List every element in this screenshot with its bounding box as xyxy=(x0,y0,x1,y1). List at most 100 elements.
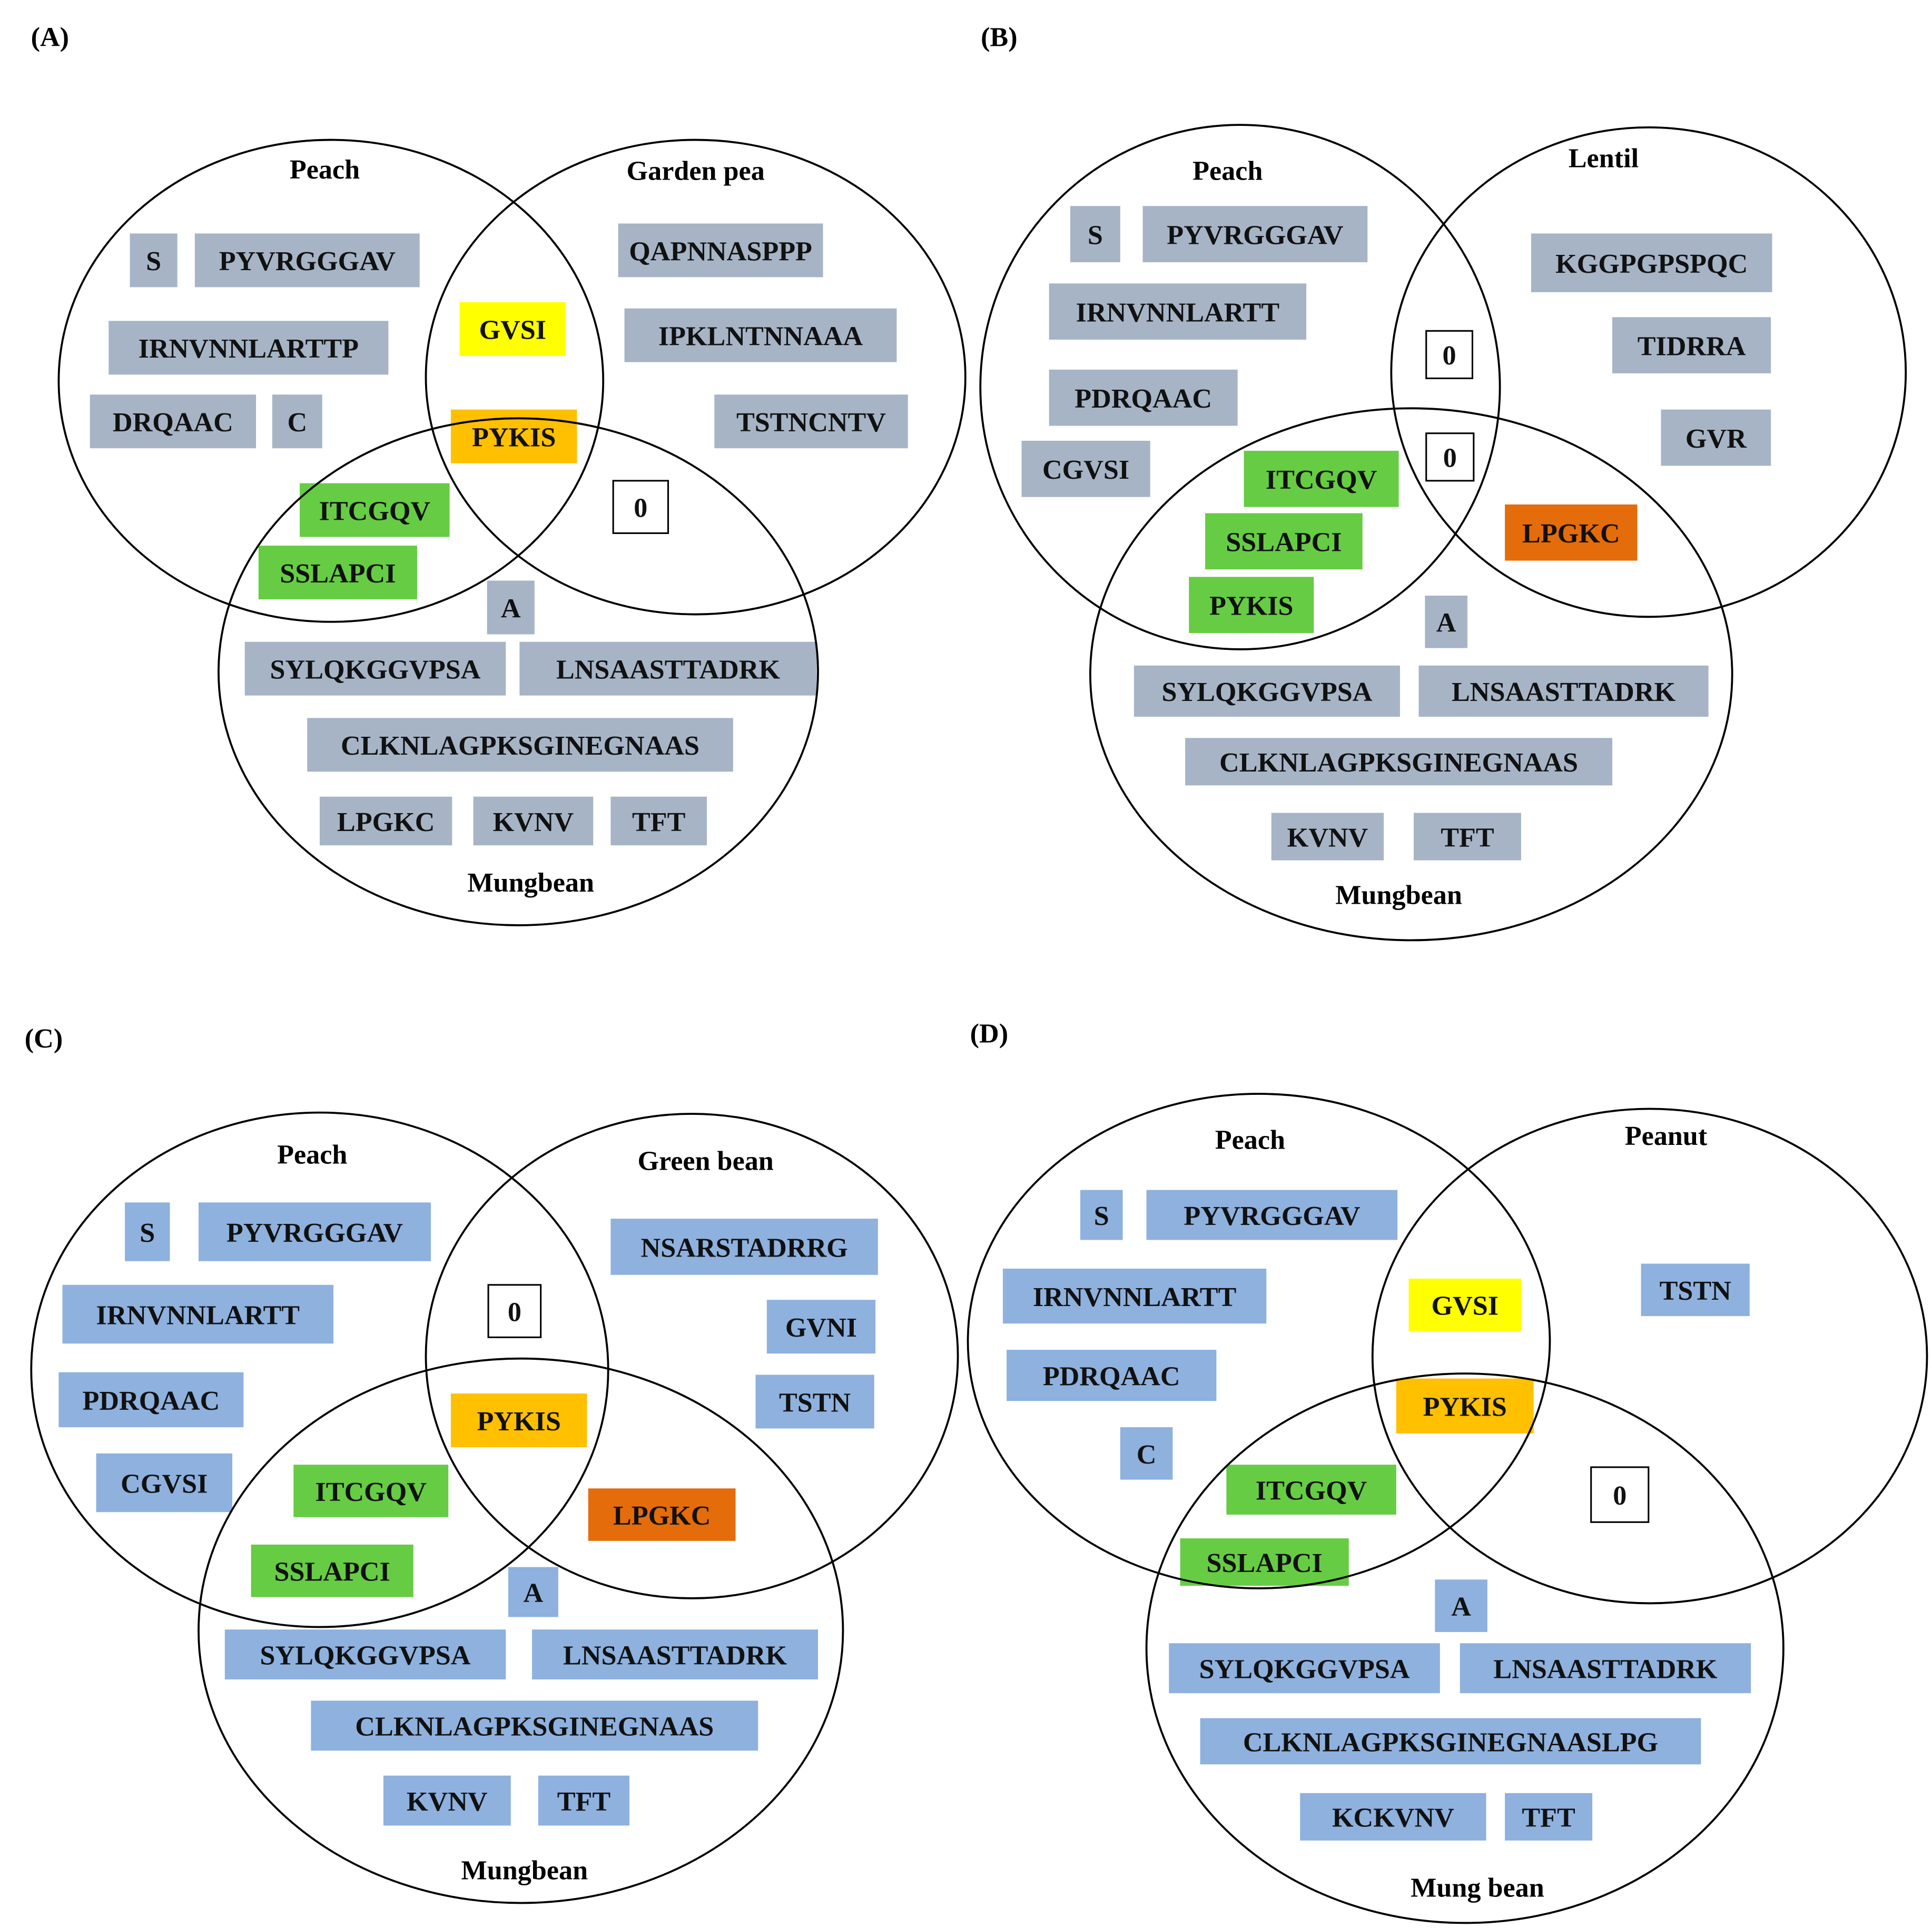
peptide-label: ITCGQV xyxy=(319,496,431,526)
peptide-box: S xyxy=(125,1202,170,1261)
peptide-box-fill xyxy=(755,1375,874,1429)
peptide-box-fill xyxy=(244,641,506,696)
venn-circle-3 xyxy=(218,417,819,926)
peptide-box: KVNV xyxy=(473,796,594,846)
peptide-label: TIDRRA xyxy=(1638,331,1746,361)
peptide-box-fill xyxy=(90,394,257,449)
peptide-box: SSLAPCI xyxy=(251,1544,413,1597)
peptide-label: A xyxy=(1451,1592,1471,1622)
peptide-label: C xyxy=(287,408,307,438)
peptide-box: CLKNLAGPKSGINEGNAAS xyxy=(1185,738,1613,786)
peptide-label: SYLQKGGVPSA xyxy=(270,655,481,685)
peptide-box: TFT xyxy=(538,1775,630,1826)
panel-label: (C) xyxy=(25,1024,63,1054)
venn-circle-2 xyxy=(425,139,967,616)
peptide-box: CGVSI xyxy=(1021,440,1150,497)
peptide-box: TFT xyxy=(1414,813,1521,861)
circle-title: Peach xyxy=(1215,1125,1285,1155)
peptide-box-fill xyxy=(459,302,566,356)
peptide-box: PYVRGGGAV xyxy=(194,233,420,288)
peptide-box: ITCGQV xyxy=(1244,450,1399,507)
circle-title: Green bean xyxy=(637,1146,773,1176)
peptide-box: S xyxy=(1080,1190,1123,1240)
peptide-label: KVNV xyxy=(493,807,574,837)
peptide-box-fill xyxy=(624,308,897,362)
peptide-label: PYVRGGGAV xyxy=(1184,1201,1361,1231)
peptide-label: A xyxy=(1436,608,1456,638)
peptide-box: TIDRRA xyxy=(1612,317,1771,373)
peptide-label: PYKIS xyxy=(472,423,556,453)
peptide-box-fill xyxy=(1661,409,1771,466)
peptide-label: TFT xyxy=(557,1787,610,1817)
peptide-box-fill xyxy=(125,1202,170,1261)
peptide-label: IPKLNTNNAAA xyxy=(658,321,863,351)
peptide-box: CGVSI xyxy=(96,1453,233,1512)
peptide-box: PYKIS xyxy=(1396,1378,1534,1433)
peptide-label: IRNVNNLARTTP xyxy=(139,334,359,364)
venn-circle-2 xyxy=(1390,126,1907,618)
peptide-box: TFT xyxy=(610,796,707,846)
peptide-box: QAPNNASPPP xyxy=(618,223,823,278)
peptide-box-fill xyxy=(1425,330,1473,379)
peptide-box: S xyxy=(1070,206,1120,262)
peptide-box-fill xyxy=(1185,738,1613,786)
circle-title: Mungbean xyxy=(467,868,594,898)
peptide-label: CLKNLAGPKSGINEGNAAS xyxy=(341,731,699,761)
peptide-box: IRNVNNLARTT xyxy=(62,1284,334,1344)
peptide-box: IRNVNNLARTT xyxy=(1049,283,1307,340)
peptide-box-fill xyxy=(1169,1643,1440,1694)
peptide-box: PYVRGGGAV xyxy=(1142,206,1368,262)
peptide-label: GVNI xyxy=(785,1313,857,1343)
peptide-label: PDRQAAC xyxy=(83,1386,220,1416)
peptide-box: SYLQKGGVPSA xyxy=(1133,665,1400,717)
peptide-label: 0 xyxy=(1613,1481,1627,1511)
peptide-box-fill xyxy=(224,1629,506,1680)
venn-circle-2 xyxy=(1371,1108,1928,1605)
peptide-label: SSLAPCI xyxy=(1226,528,1342,558)
peptide-box: ITCGQV xyxy=(293,1465,449,1517)
circle-title: Mungbean xyxy=(1335,881,1462,911)
circle-title: Peach xyxy=(290,155,360,185)
peptide-box: PYVRGGGAV xyxy=(198,1202,431,1261)
peptide-label: GVSI xyxy=(1431,1291,1499,1321)
peptide-box-fill xyxy=(1414,813,1521,861)
peptide-box: SYLQKGGVPSA xyxy=(224,1629,506,1680)
peptide-box: CLKNLAGPKSGINEGNAAS xyxy=(311,1700,758,1751)
peptide-box: TSTNCNTV xyxy=(714,394,908,449)
peptide-box: KVNV xyxy=(383,1775,511,1826)
peptide-label: ITCGQV xyxy=(1266,465,1377,495)
peptide-box: TFT xyxy=(1505,1793,1593,1841)
peptide-label: GVSI xyxy=(479,315,547,345)
peptide-box: PDRQAAC xyxy=(1007,1350,1217,1401)
peptide-label: SYLQKGGVPSA xyxy=(1161,677,1372,707)
peptide-box-fill xyxy=(1244,450,1399,507)
peptide-box: GVNI xyxy=(766,1300,876,1354)
peptide-box: TSTN xyxy=(1641,1263,1750,1317)
peptide-box: LNSAASTTADRK xyxy=(532,1629,819,1680)
peptide-box-fill xyxy=(130,233,178,288)
peptide-box: LPGKC xyxy=(588,1488,736,1541)
peptide-label: 0 xyxy=(508,1297,521,1327)
peptide-box-fill xyxy=(1049,369,1238,426)
peptide-box-fill xyxy=(487,580,535,635)
peptide-box: A xyxy=(487,580,535,635)
peptide-box: CLKNLAGPKSGINEGNAASLPG xyxy=(1200,1718,1701,1765)
peptide-box-fill xyxy=(1049,283,1307,340)
peptide-label: SYLQKGGVPSA xyxy=(260,1641,471,1671)
peptide-box-fill xyxy=(714,394,908,449)
peptide-box: IRNVNNLARTTP xyxy=(109,321,389,375)
peptide-label: TSTN xyxy=(779,1388,851,1418)
peptide-box: IPKLNTNNAAA xyxy=(624,308,897,362)
peptide-box: IRNVNNLARTT xyxy=(1002,1268,1267,1324)
venn-circle-3 xyxy=(1145,1372,1785,1924)
peptide-label: PYVRGGGAV xyxy=(1167,220,1344,250)
panel-label: (A) xyxy=(31,23,69,53)
peptide-box-fill xyxy=(1021,440,1150,497)
peptide-box: CLKNLAGPKSGINEGNAAS xyxy=(307,718,733,772)
peptide-box-fill xyxy=(1590,1466,1650,1523)
peptide-box: GVR xyxy=(1661,409,1771,466)
peptide-box-fill xyxy=(1180,1538,1349,1586)
peptide-box: C xyxy=(272,394,322,449)
